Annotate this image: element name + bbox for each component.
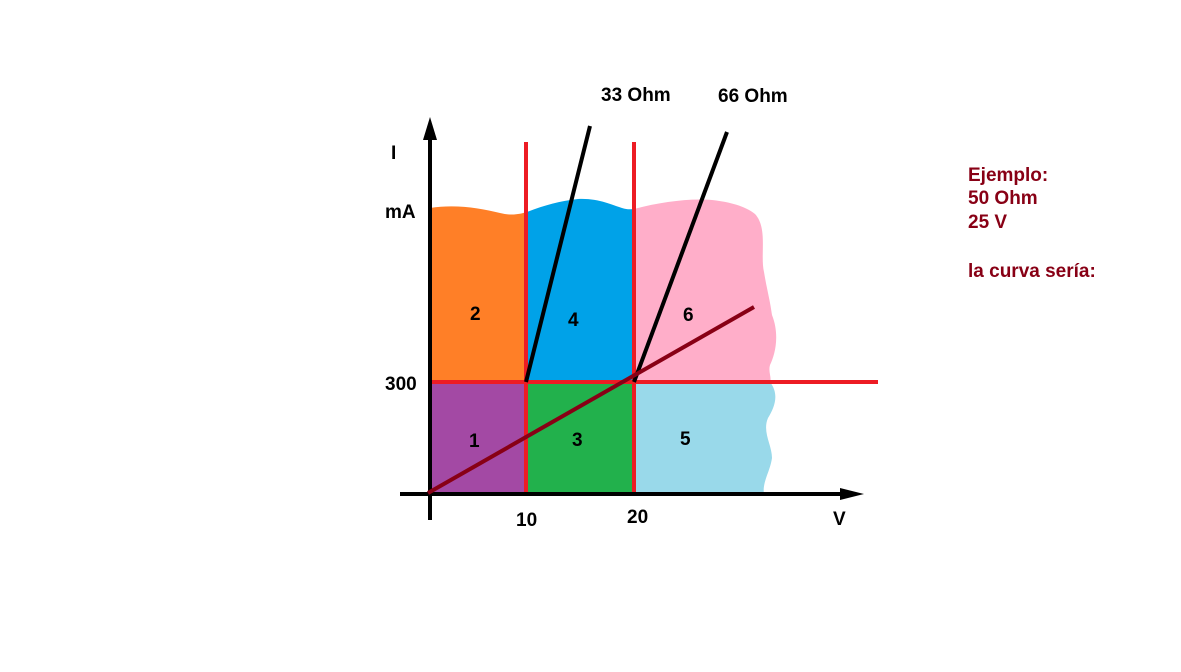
- line-66-ohm: [632, 131, 729, 383]
- example-resistance: 50 Ohm: [968, 188, 1038, 209]
- region-label-5: 5: [680, 429, 691, 450]
- y-tick-300: 300: [385, 374, 417, 395]
- region-6: [634, 199, 777, 382]
- region-label-4: 4: [568, 310, 579, 331]
- y-axis-label: I: [391, 143, 397, 164]
- region-label-2: 2: [470, 304, 481, 325]
- region-2: [430, 206, 527, 382]
- line-50-ohm: [427, 305, 755, 495]
- x-tick-20: 20: [627, 507, 649, 528]
- y-axis-arrow: [423, 117, 437, 140]
- label-33-ohm: 33 Ohm: [601, 85, 671, 106]
- region-label-6: 6: [683, 305, 694, 326]
- region-label-1: 1: [469, 431, 480, 452]
- region-5: [634, 382, 776, 495]
- example-title: Ejemplo:: [968, 165, 1049, 186]
- region-1: [430, 382, 527, 495]
- region-4: [527, 198, 634, 382]
- label-66-ohm: 66 Ohm: [718, 86, 788, 107]
- example-curve-text: la curva sería:: [968, 261, 1096, 282]
- region-3: [527, 382, 634, 495]
- region-label-3: 3: [572, 430, 583, 451]
- example-voltage: 25 V: [968, 212, 1008, 233]
- x-axis-arrow: [840, 488, 864, 500]
- x-tick-10: 10: [516, 510, 538, 531]
- x-axis-label: V: [833, 509, 846, 530]
- line-33-ohm: [524, 125, 592, 383]
- y-axis-unit: mA: [385, 202, 416, 223]
